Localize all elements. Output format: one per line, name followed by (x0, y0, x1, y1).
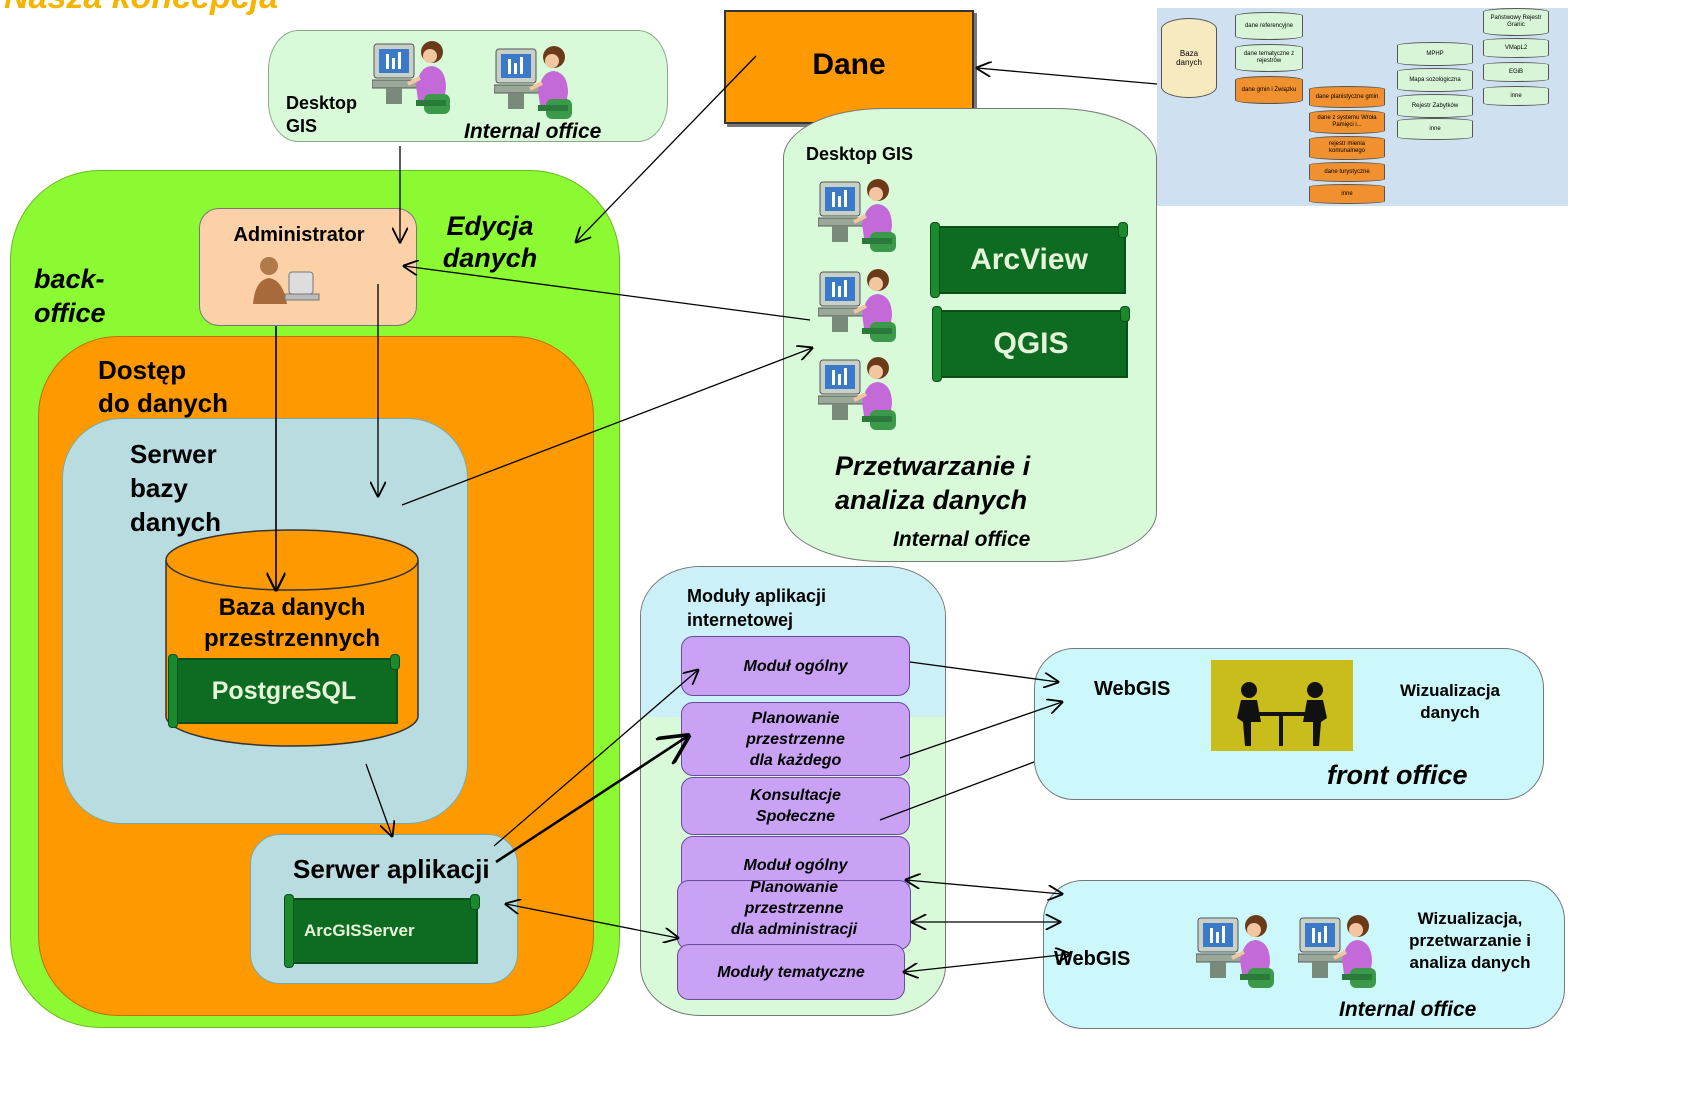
source-db-cylinder: Baza danych (1161, 18, 1217, 98)
right-internal-office-label: Internal office (893, 528, 1031, 551)
backoffice-label: back- office (34, 264, 106, 328)
modules-title: Moduły aplikacji internetowej (687, 586, 827, 630)
source-item: VMapL2 (1483, 38, 1549, 58)
front-webgis-label: WebGIS (1094, 678, 1171, 700)
source-item: Państwowy Rejestr Granic (1483, 8, 1549, 36)
source-item: inne (1483, 86, 1549, 106)
front-office-label: front office (1327, 760, 1468, 790)
arcview-scroll: ArcView (930, 222, 1128, 298)
dane-box: Dane (724, 10, 974, 124)
module-ogolny-1[interactable]: Moduł ogólny (681, 636, 910, 696)
dostep-label: Dostęp do danych (98, 355, 229, 418)
postgresql-scroll: PostgreSQL (168, 654, 400, 728)
arcgisserver-label: ArcGISServer (304, 921, 415, 940)
module-planowanie-admin[interactable]: Planowanie przestrzenne dla administracj… (677, 880, 911, 950)
bottom-webgis-label: WebGIS (1054, 948, 1131, 970)
qgis-scroll: QGIS (932, 306, 1130, 382)
source-item: Rejestr Zabytków (1397, 94, 1473, 118)
right-user-icon-1 (818, 179, 896, 252)
front-wizualizacja-label: Wizualizacja danych (1400, 681, 1500, 722)
meeting-silhouette-icon (1211, 660, 1353, 751)
app-server-label: Serwer aplikacji (293, 854, 490, 884)
dane-label: Dane (812, 48, 886, 81)
bottom-internal-office-label: Internal office (1339, 998, 1477, 1021)
top-internal-office-label: Internal office (464, 120, 602, 143)
source-db-label: Baza danych (1176, 49, 1202, 67)
page-title: Nasza koncepcja (4, 0, 278, 17)
source-item: dane gmin i Związku (1235, 76, 1303, 104)
bottom-wizualizacja-label: Wizualizacja, przetwarzanie i analiza da… (1409, 909, 1531, 972)
source-item: MPHP (1397, 42, 1473, 66)
top-desktop-gis-label: Desktop GIS (286, 93, 358, 136)
right-user-icon-2 (818, 269, 896, 342)
administrator-box (199, 208, 417, 326)
bottom-user-icon-1 (1196, 915, 1274, 988)
right-desktop-gis-label: Desktop GIS (806, 144, 914, 164)
edycja-label: Edycja danych (442, 211, 538, 273)
administrator-label: Administrator (233, 224, 365, 246)
right-user-icon-3 (818, 357, 896, 430)
arcgisserver-scroll: ArcGISServer (284, 894, 480, 968)
bottom-user-icon-2 (1298, 915, 1376, 988)
meeting-photo (1211, 660, 1353, 751)
data-sources-panel: Baza danych dane referencyjne dane temat… (1157, 8, 1568, 206)
source-item: inne (1309, 184, 1385, 204)
source-item: dane z systemu Wroła Pamięci i... (1309, 110, 1385, 134)
spatial-db-label: Baza danych przestrzennych (203, 594, 381, 652)
source-item: Mapa sozologiczna (1397, 68, 1473, 92)
source-item: dane referencyjne (1235, 12, 1303, 40)
module-konsultacje[interactable]: Konsultacje Społeczne (681, 777, 910, 835)
source-item: dane tematyczne z rejestrów (1235, 44, 1303, 72)
source-item: dane turystyczne (1309, 162, 1385, 182)
module-tematyczne[interactable]: Moduły tematyczne (677, 944, 905, 1000)
module-planowanie-kazdy[interactable]: Planowanie przestrzenne dla każdego (681, 702, 910, 776)
source-item: EGiB (1483, 62, 1549, 82)
arcview-label: ArcView (970, 243, 1088, 276)
arrow-sources-to-dane (977, 68, 1158, 85)
administrator-user-icon (253, 257, 320, 304)
postgresql-label: PostgreSQL (211, 676, 357, 705)
top-user-icon-2 (494, 46, 572, 119)
qgis-label: QGIS (993, 327, 1069, 360)
db-server-label: Serwer bazy danych (130, 439, 222, 537)
source-item: dane planistyczne gmin (1309, 86, 1385, 108)
source-item: rejestr mienia komunalnego (1309, 136, 1385, 160)
przetwarzanie-label: Przetwarzanie i analiza danych (835, 451, 1031, 515)
top-user-icon-1 (372, 41, 450, 114)
source-item: inne (1397, 118, 1473, 140)
